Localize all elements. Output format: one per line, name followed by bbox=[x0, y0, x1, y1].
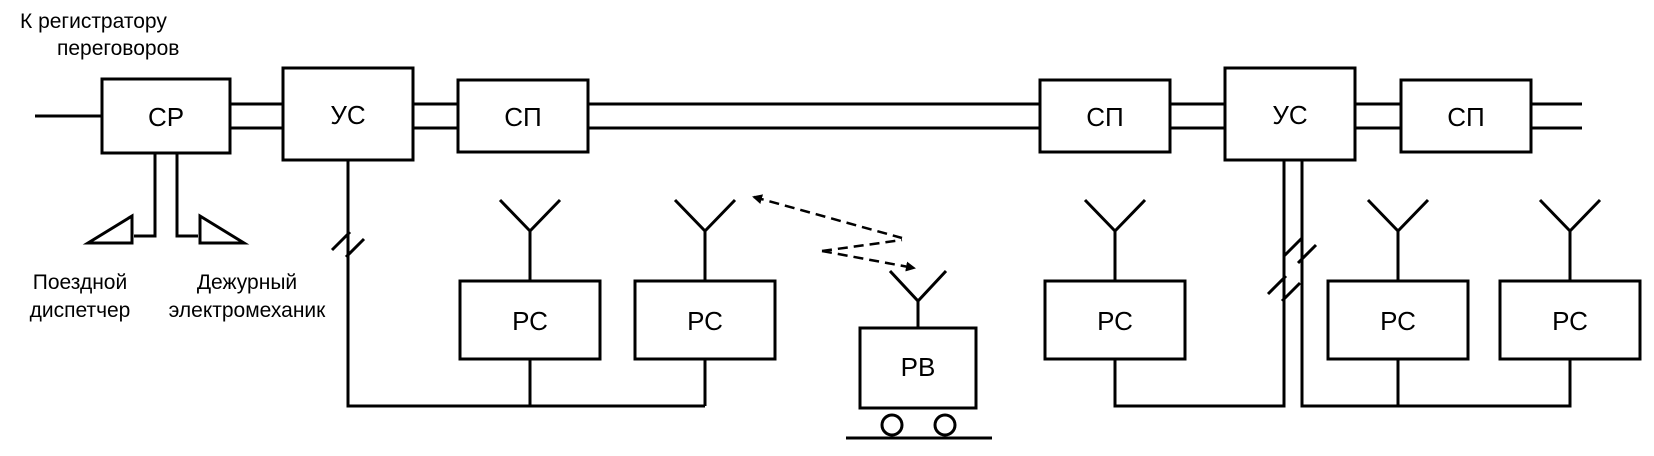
cable-break-mark-right-lower bbox=[1266, 274, 1302, 303]
cable-break-mark-right-upper bbox=[1282, 236, 1318, 265]
antenna-icon bbox=[1538, 198, 1602, 281]
radio-link-lower-a bbox=[821, 238, 903, 253]
trunk-us1-sp1 bbox=[413, 102, 458, 130]
trunk-sp3-out bbox=[1531, 102, 1582, 130]
rv-label: РВ bbox=[901, 352, 936, 382]
dispatcher-caption-line2: диспетчер bbox=[30, 299, 131, 322]
sp-1-label: СП bbox=[504, 102, 541, 132]
cp-block bbox=[100, 77, 232, 155]
mobile-radio-wagon: РВ bbox=[846, 269, 992, 440]
antenna-icon bbox=[1366, 198, 1430, 281]
sp-2-label: СП bbox=[1086, 102, 1123, 132]
trunk-cp-us1 bbox=[230, 102, 283, 130]
trunk-sp1-sp2 bbox=[588, 102, 1040, 130]
antenna-icon bbox=[498, 198, 562, 281]
radio-link-upper bbox=[752, 194, 903, 240]
left-station-bus bbox=[346, 160, 705, 408]
us-right-label: УС bbox=[1272, 100, 1307, 130]
cp-label: СР bbox=[148, 102, 184, 132]
rs-1-label: РС bbox=[512, 306, 548, 336]
trunk-us2-sp3 bbox=[1355, 102, 1401, 130]
electromechanic-caption-line1: Дежурный bbox=[197, 271, 297, 294]
sp-3-label: СП bbox=[1447, 102, 1484, 132]
rs-3-label: РС bbox=[1097, 306, 1133, 336]
dispatcher-caption-line1: Поездной bbox=[33, 271, 127, 294]
radio-link-lower-b bbox=[821, 249, 916, 272]
right-station-bus-a bbox=[1113, 160, 1286, 408]
wheel-icon bbox=[880, 413, 904, 437]
antenna-icon bbox=[1083, 198, 1147, 281]
recorder-caption-line1: К регистратору bbox=[20, 10, 167, 33]
wheel-icon bbox=[933, 413, 957, 437]
rs-4-label: РС bbox=[1380, 306, 1416, 336]
right-station-bus-b bbox=[1300, 160, 1572, 408]
sp-block-2 bbox=[1038, 78, 1172, 154]
rs-5-label: РС bbox=[1552, 306, 1588, 336]
dispatcher-handset-icon bbox=[82, 213, 134, 245]
electromechanic-connection bbox=[175, 153, 250, 245]
radio-station-4: РС bbox=[1326, 198, 1470, 361]
antenna-icon bbox=[673, 198, 737, 281]
radio-station-2: РС bbox=[633, 198, 777, 361]
sp-block-1 bbox=[456, 78, 590, 154]
trunk-sp2-us2 bbox=[1170, 102, 1225, 130]
rs-2-label: РС bbox=[687, 306, 723, 336]
radio-station-1: РС bbox=[458, 198, 602, 361]
dispatcher-connection bbox=[82, 153, 157, 245]
electromechanic-handset-icon bbox=[198, 213, 250, 245]
antenna-icon bbox=[888, 269, 948, 328]
us-left-label: УС bbox=[330, 100, 365, 130]
radio-station-5: РС bbox=[1498, 198, 1642, 361]
recorder-caption-line2: переговоров bbox=[57, 37, 179, 60]
cable-break-mark-left bbox=[330, 230, 366, 259]
radio-station-3: РС bbox=[1043, 198, 1187, 361]
us-block-right bbox=[1223, 66, 1357, 162]
electromechanic-caption-line2: электромеханик bbox=[169, 299, 327, 322]
sp-block-3 bbox=[1399, 78, 1533, 154]
